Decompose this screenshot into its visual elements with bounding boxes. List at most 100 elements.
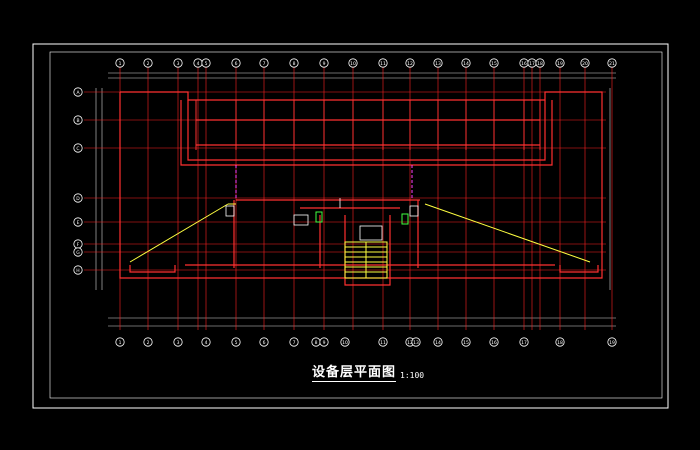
svg-text:19: 19	[557, 61, 563, 67]
drawing-title: 设备层平面图	[312, 361, 397, 382]
grid-bubble-bottom: 17	[519, 337, 529, 347]
grid-bubble-bottom: 16	[489, 337, 499, 347]
svg-text:4: 4	[197, 61, 200, 67]
diagonal-lines	[129, 203, 591, 263]
equipment-markers	[315, 211, 409, 225]
grid-bubble-bottom: 14	[433, 337, 443, 347]
grid-axis-lines	[84, 66, 613, 330]
grid-bubble-left: F	[73, 239, 83, 249]
svg-text:3: 3	[177, 61, 180, 67]
grid-bubble-top: 17	[527, 58, 537, 68]
grid-bubble-bottom: 5	[231, 337, 241, 347]
svg-text:G: G	[76, 250, 80, 256]
svg-text:3: 3	[177, 340, 180, 346]
svg-text:10: 10	[342, 340, 348, 346]
grid-bubble-bottom: 19	[607, 337, 617, 347]
grid-bubble-bottom: 1	[115, 337, 125, 347]
grid-bubble-top: 19	[555, 58, 565, 68]
grid-bubble-top: 16	[519, 58, 529, 68]
grid-bubble-bottom: 3	[173, 337, 183, 347]
svg-text:C: C	[76, 146, 79, 152]
svg-text:9: 9	[323, 340, 326, 346]
grid-bubble-bottom: 9	[319, 337, 329, 347]
svg-text:2: 2	[147, 61, 150, 67]
svg-text:8: 8	[293, 61, 296, 67]
grid-bubble-bottom: 7	[289, 337, 299, 347]
grid-bubble-top: 21	[607, 58, 617, 68]
grid-bubble-bottom: 8	[311, 337, 321, 347]
svg-text:12: 12	[407, 61, 413, 67]
grid-bubble-bottom: 15	[461, 337, 471, 347]
dimension-lines	[95, 72, 616, 327]
svg-text:17: 17	[529, 61, 535, 67]
svg-text:11: 11	[380, 340, 386, 346]
grid-bubbles-left: A B C D E FG H	[73, 87, 83, 275]
svg-text:2: 2	[147, 340, 150, 346]
svg-text:21: 21	[609, 61, 615, 67]
svg-text:B: B	[76, 118, 79, 124]
grid-bubble-top: 20	[580, 58, 590, 68]
grid-bubble-left: H	[73, 265, 83, 275]
drawing-title-block: 设备层平面图 1:100	[312, 360, 424, 382]
grid-bubble-left: B	[73, 115, 83, 125]
grid-bubble-bottom: 10	[340, 337, 350, 347]
grid-bubble-left: D	[73, 193, 83, 203]
inner-border	[49, 51, 663, 399]
grid-bubble-top: 5	[201, 58, 211, 68]
svg-text:A: A	[76, 90, 80, 96]
svg-text:13: 13	[435, 61, 441, 67]
svg-text:D: D	[76, 196, 80, 202]
service-lines	[235, 165, 413, 200]
grid-bubble-bottom: 4	[201, 337, 211, 347]
svg-text:16: 16	[521, 61, 527, 67]
grid-bubble-left: G	[73, 247, 83, 257]
grid-bubble-top: 10	[348, 58, 358, 68]
stair-hatch	[344, 241, 388, 279]
svg-text:7: 7	[263, 61, 266, 67]
svg-text:6: 6	[263, 340, 266, 346]
grid-bubble-bottom: 11	[378, 337, 388, 347]
svg-text:4: 4	[205, 340, 208, 346]
grid-bubble-bottom: 18	[555, 337, 565, 347]
svg-text:1: 1	[119, 61, 122, 67]
grid-bubble-top: 7	[259, 58, 269, 68]
grid-bubble-top: 1	[115, 58, 125, 68]
svg-text:8: 8	[315, 340, 318, 346]
svg-text:18: 18	[557, 340, 563, 346]
grid-bubble-top: 11	[378, 58, 388, 68]
svg-text:E: E	[77, 220, 80, 226]
drawing-scale: 1:100	[400, 371, 425, 380]
svg-text:9: 9	[323, 61, 326, 67]
svg-text:16: 16	[491, 340, 497, 346]
svg-text:6: 6	[235, 61, 238, 67]
grid-bubble-top: 14	[461, 58, 471, 68]
svg-text:H: H	[76, 268, 79, 274]
svg-text:7: 7	[293, 340, 296, 346]
svg-text:11: 11	[380, 61, 386, 67]
svg-text:14: 14	[435, 340, 441, 346]
room-detail-marks	[225, 198, 419, 241]
svg-text:19: 19	[609, 340, 615, 346]
svg-text:5: 5	[205, 61, 208, 67]
svg-text:1: 1	[119, 340, 122, 346]
upper-bay-dividers	[195, 100, 541, 150]
svg-text:5: 5	[235, 340, 238, 346]
svg-text:15: 15	[491, 61, 497, 67]
grid-bubble-top: 3	[173, 58, 183, 68]
grid-bubble-top: 15	[489, 58, 499, 68]
building-outline	[119, 91, 603, 286]
outer-border	[32, 43, 669, 409]
grid-bubble-bottom: 13	[411, 337, 421, 347]
grid-bubble-left: C	[73, 143, 83, 153]
grid-bubble-top: 4	[193, 58, 203, 68]
svg-text:F: F	[77, 242, 80, 248]
grid-bubble-left: E	[73, 217, 83, 227]
grid-bubble-top: 2	[143, 58, 153, 68]
svg-text:15: 15	[463, 340, 469, 346]
grid-bubble-top: 9	[319, 58, 329, 68]
grid-bubble-bottom: 6	[259, 337, 269, 347]
grid-bubble-top: 12	[405, 58, 415, 68]
svg-text:12: 12	[407, 340, 413, 346]
